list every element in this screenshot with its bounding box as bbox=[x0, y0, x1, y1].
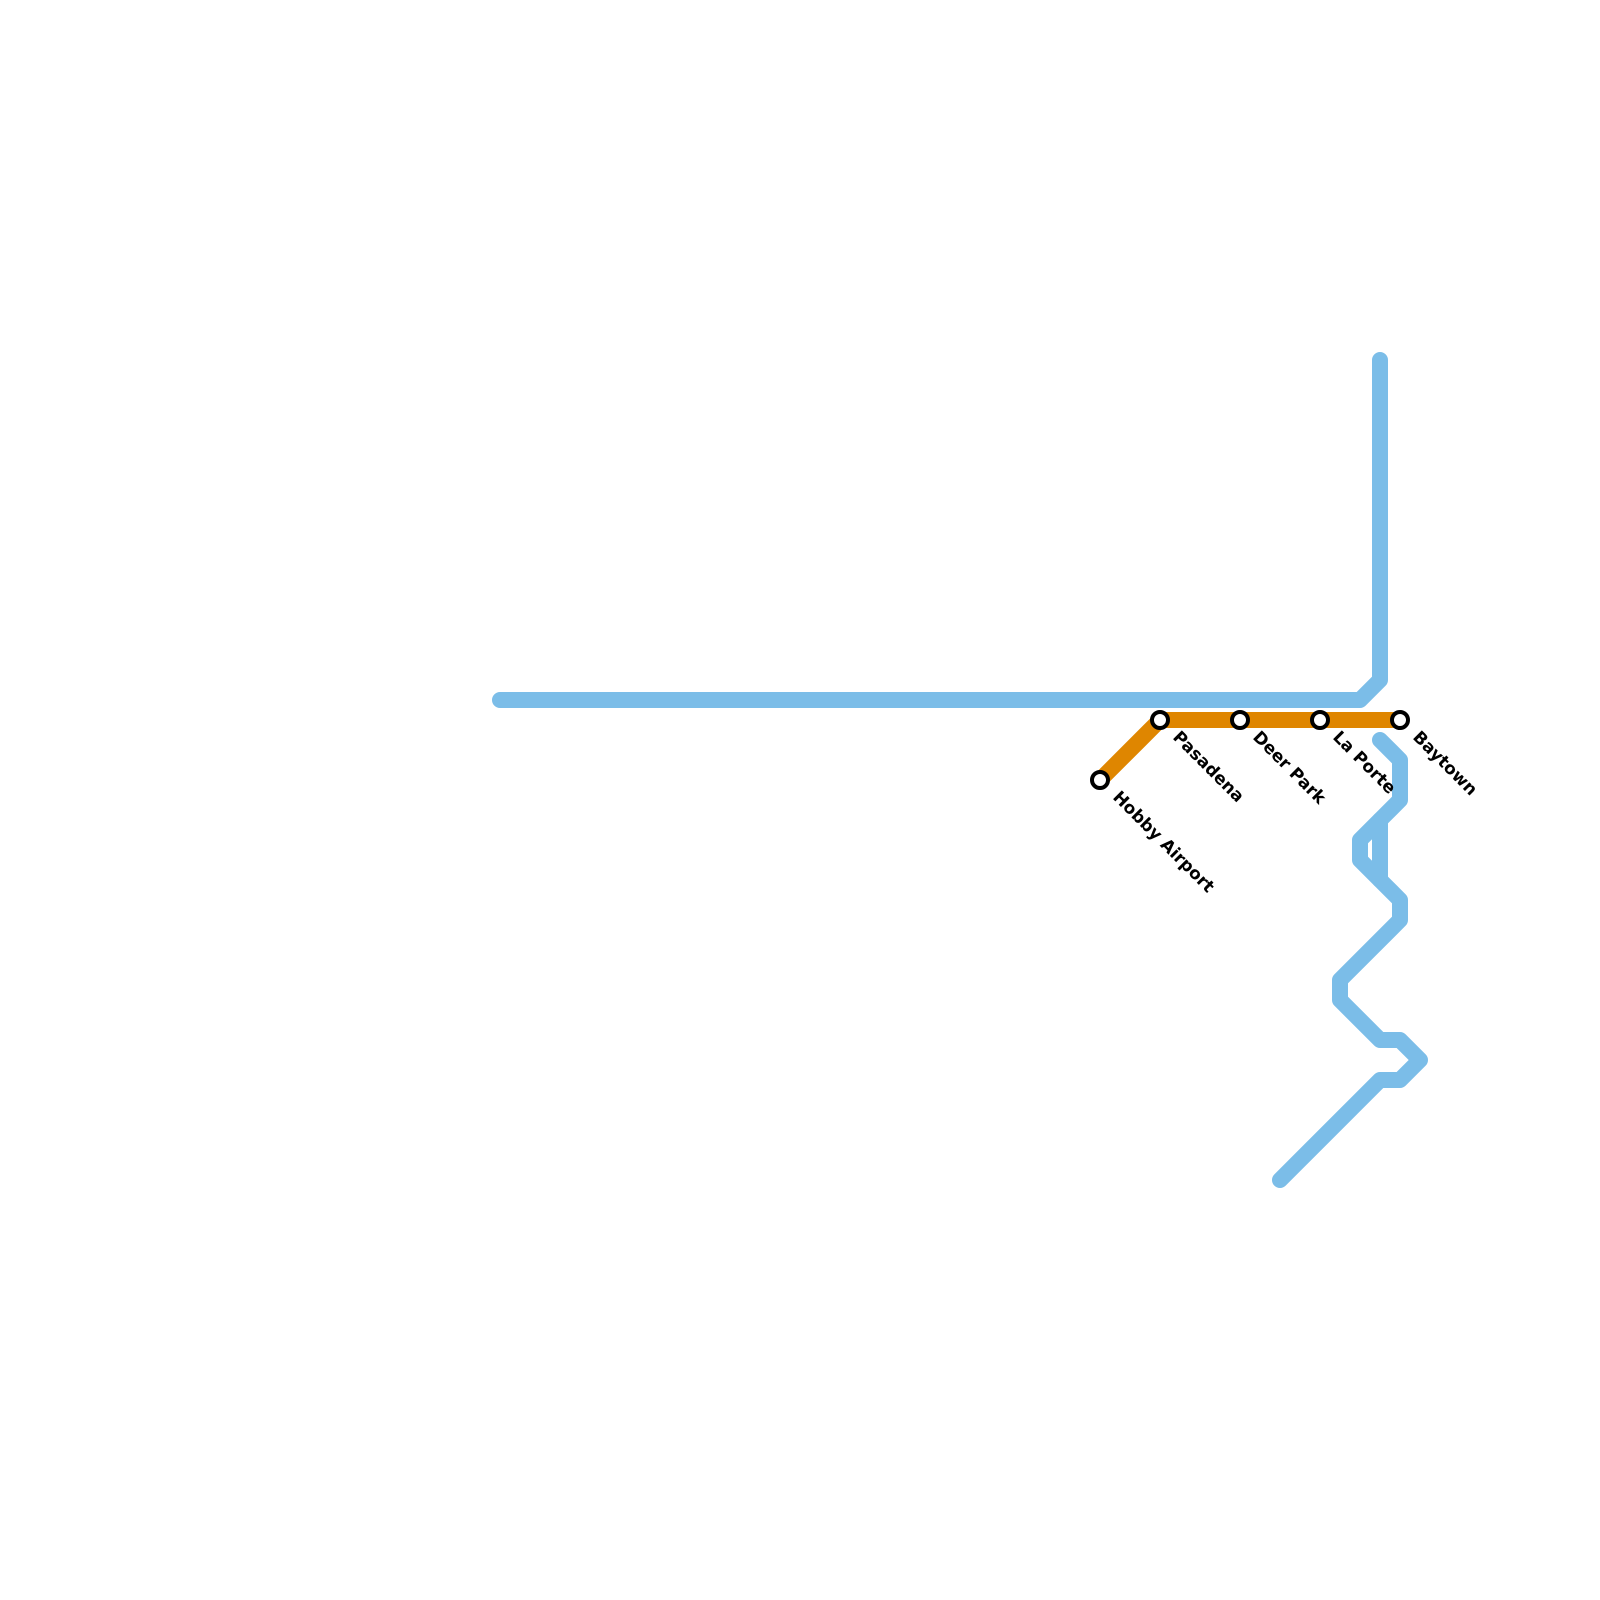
blue-line-main bbox=[492, 352, 1388, 708]
station-marker bbox=[1090, 770, 1110, 790]
station-marker bbox=[1150, 710, 1170, 730]
blue-line-south-branch bbox=[1272, 732, 1428, 1188]
station-marker bbox=[1310, 710, 1330, 730]
station-marker bbox=[1390, 710, 1410, 730]
station-marker bbox=[1230, 710, 1250, 730]
blue-line-south-loop bbox=[1352, 812, 1388, 888]
